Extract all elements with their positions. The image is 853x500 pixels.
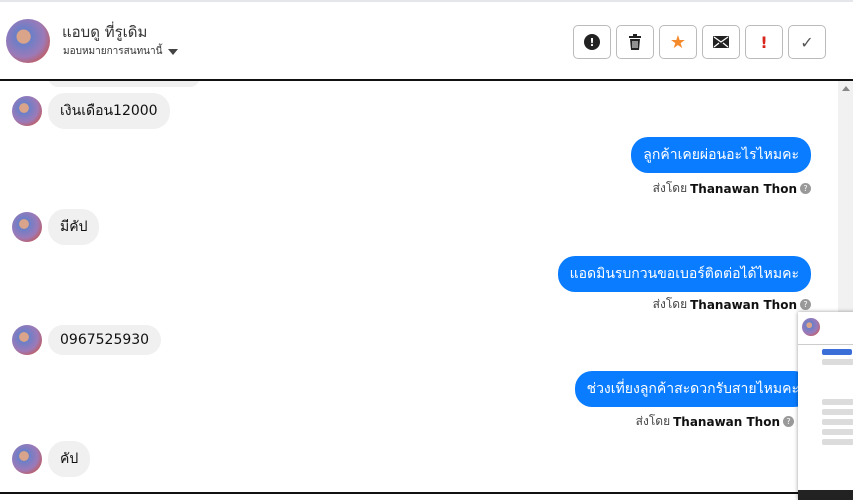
trash-icon — [629, 34, 641, 50]
star-button[interactable]: ★ — [659, 25, 697, 59]
contact-avatar[interactable] — [6, 19, 50, 63]
top-border — [0, 0, 853, 2]
message-thread: เงินเดือน12000 ลูกค้าเคยผ่อนอะไรไหมคะ ส่… — [0, 81, 838, 492]
help-icon[interactable]: ? — [783, 416, 794, 427]
preview-line — [822, 399, 853, 405]
message-incoming: มีคัป — [12, 209, 100, 245]
preview-avatar — [802, 318, 820, 336]
conversation-header: แอบดู ที่รูเดิม มอบหมายการสนทนานี้ ! ★ !… — [0, 2, 853, 79]
message-bubble: 0967525930 — [48, 325, 162, 355]
sent-prefix: ส่งโดย — [652, 181, 688, 195]
preview-divider — [798, 344, 853, 345]
sent-prefix: ส่งโดย — [652, 297, 688, 311]
message-bubble: คัป — [48, 441, 91, 477]
preview-line — [822, 439, 853, 445]
important-button[interactable]: ! — [745, 25, 783, 59]
header-divider — [0, 79, 853, 81]
preview-line — [822, 429, 853, 435]
mark-unread-button[interactable] — [702, 25, 740, 59]
help-icon[interactable]: ? — [800, 183, 811, 194]
message-bubble: มีคัป — [48, 209, 100, 245]
preview-line — [822, 419, 853, 425]
message-bubble-outgoing: แอดมินรบกวนขอเบอร์ติดต่อได้ไหมคะ — [557, 256, 811, 292]
star-icon: ★ — [669, 31, 687, 53]
contact-avatar-small — [12, 96, 42, 126]
message-bubble-outgoing: ช่วงเที่ยงลูกค้าสะดวกรับสายไหมคะ — [574, 371, 811, 407]
caret-down-icon — [168, 48, 179, 55]
check-icon: ✓ — [800, 32, 814, 52]
preview-line — [822, 359, 853, 365]
message-incoming: คัป — [12, 441, 91, 477]
contact-avatar-small — [12, 444, 42, 474]
envelope-icon — [713, 36, 729, 48]
spam-button[interactable]: ! — [573, 25, 611, 59]
scroll-up-icon[interactable] — [842, 86, 850, 91]
sent-prefix: ส่งโดย — [635, 414, 671, 428]
message-bubble: เงินเดือน12000 — [48, 93, 170, 129]
delete-button[interactable] — [616, 25, 654, 59]
composer-divider — [0, 492, 800, 494]
preview-line — [822, 349, 852, 355]
message-bubble-partial — [48, 81, 200, 87]
assign-dropdown[interactable]: มอบหมายการสนทนานี้ — [63, 44, 179, 59]
contact-avatar-small — [12, 212, 42, 242]
message-incoming: 0967525930 — [12, 325, 162, 355]
chat-preview-thumbnail[interactable] — [798, 312, 853, 500]
contact-name[interactable]: แอบดู ที่รูเดิม — [62, 23, 148, 41]
sender-name: Thanawan Thon — [690, 297, 797, 312]
exclamation-icon: ! — [760, 32, 768, 52]
assign-label: มอบหมายการสนทนานี้ — [63, 46, 163, 57]
preview-line — [822, 409, 853, 415]
message-incoming: เงินเดือน12000 — [12, 93, 170, 129]
exclamation-circle-icon: ! — [584, 34, 600, 50]
sender-name: Thanawan Thon — [673, 414, 780, 429]
help-icon[interactable]: ? — [800, 299, 811, 310]
mark-done-button[interactable]: ✓ — [788, 25, 826, 59]
contact-avatar-small — [12, 325, 42, 355]
sender-name: Thanawan Thon — [690, 181, 797, 196]
preview-footer — [798, 490, 853, 500]
message-bubble-outgoing: ลูกค้าเคยผ่อนอะไรไหมคะ — [631, 137, 811, 173]
